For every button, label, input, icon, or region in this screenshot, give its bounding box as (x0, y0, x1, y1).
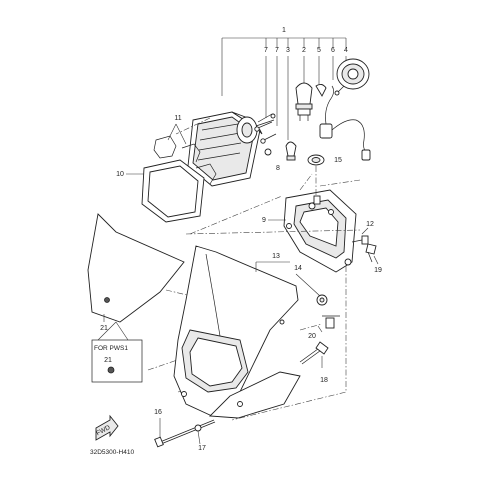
headlight-unit (187, 111, 276, 187)
callout-8: 8 (276, 165, 280, 172)
headlight-stay (283, 189, 357, 273)
grommet (307, 154, 325, 166)
headlight-assembly-bracket (221, 37, 347, 96)
callout-9: 9 (262, 217, 266, 224)
lead-lines-top (265, 56, 347, 140)
callout-14: 14 (294, 265, 302, 272)
lead-14 (295, 273, 321, 297)
lead-12 (361, 227, 369, 235)
callout-21a: 21 (100, 325, 108, 332)
lead-19 (373, 255, 379, 265)
callout-16: 16 (154, 409, 162, 416)
long-bolt-lower (154, 419, 216, 448)
bolts-right (351, 235, 377, 263)
bulb-socket-cord (315, 83, 371, 161)
headlight-cowl (173, 245, 301, 419)
callout-2: 2 (302, 47, 306, 54)
lead-17 (197, 430, 201, 445)
callout-11: 11 (174, 115, 181, 122)
callout-4: 4 (344, 47, 348, 54)
callout-19: 19 (374, 267, 382, 274)
variant-box (91, 321, 143, 383)
variant-label: FOR PWS1 (94, 345, 128, 352)
dampers (316, 294, 340, 329)
bulb-cover (334, 58, 370, 96)
headlight-bulb (295, 82, 313, 121)
lead-13 (255, 261, 290, 272)
callout-7a: 7 (264, 47, 268, 54)
callout-1: 1 (282, 27, 286, 34)
long-bolt-right (299, 341, 329, 365)
callout-13: 13 (272, 253, 280, 260)
lead-20 (317, 325, 323, 333)
position-bulb (285, 141, 297, 161)
lead-11 (167, 123, 187, 145)
callout-15: 15 (334, 157, 342, 164)
callout-6: 6 (331, 47, 335, 54)
callout-20: 20 (308, 333, 316, 340)
callout-18: 18 (320, 377, 328, 384)
diagram-code: 32D5300-H410 (90, 449, 134, 456)
callout-10: 10 (116, 171, 124, 178)
fwd-arrow-icon (95, 414, 119, 441)
number-plate (87, 213, 185, 323)
callout-12: 12 (366, 221, 374, 228)
callout-17: 17 (198, 445, 206, 452)
rubber-bands (141, 135, 217, 223)
callout-3: 3 (286, 47, 290, 54)
callout-5: 5 (317, 47, 321, 54)
callout-7b: 7 (275, 47, 279, 54)
callout-21b: 21 (104, 357, 112, 364)
screws (254, 121, 277, 144)
